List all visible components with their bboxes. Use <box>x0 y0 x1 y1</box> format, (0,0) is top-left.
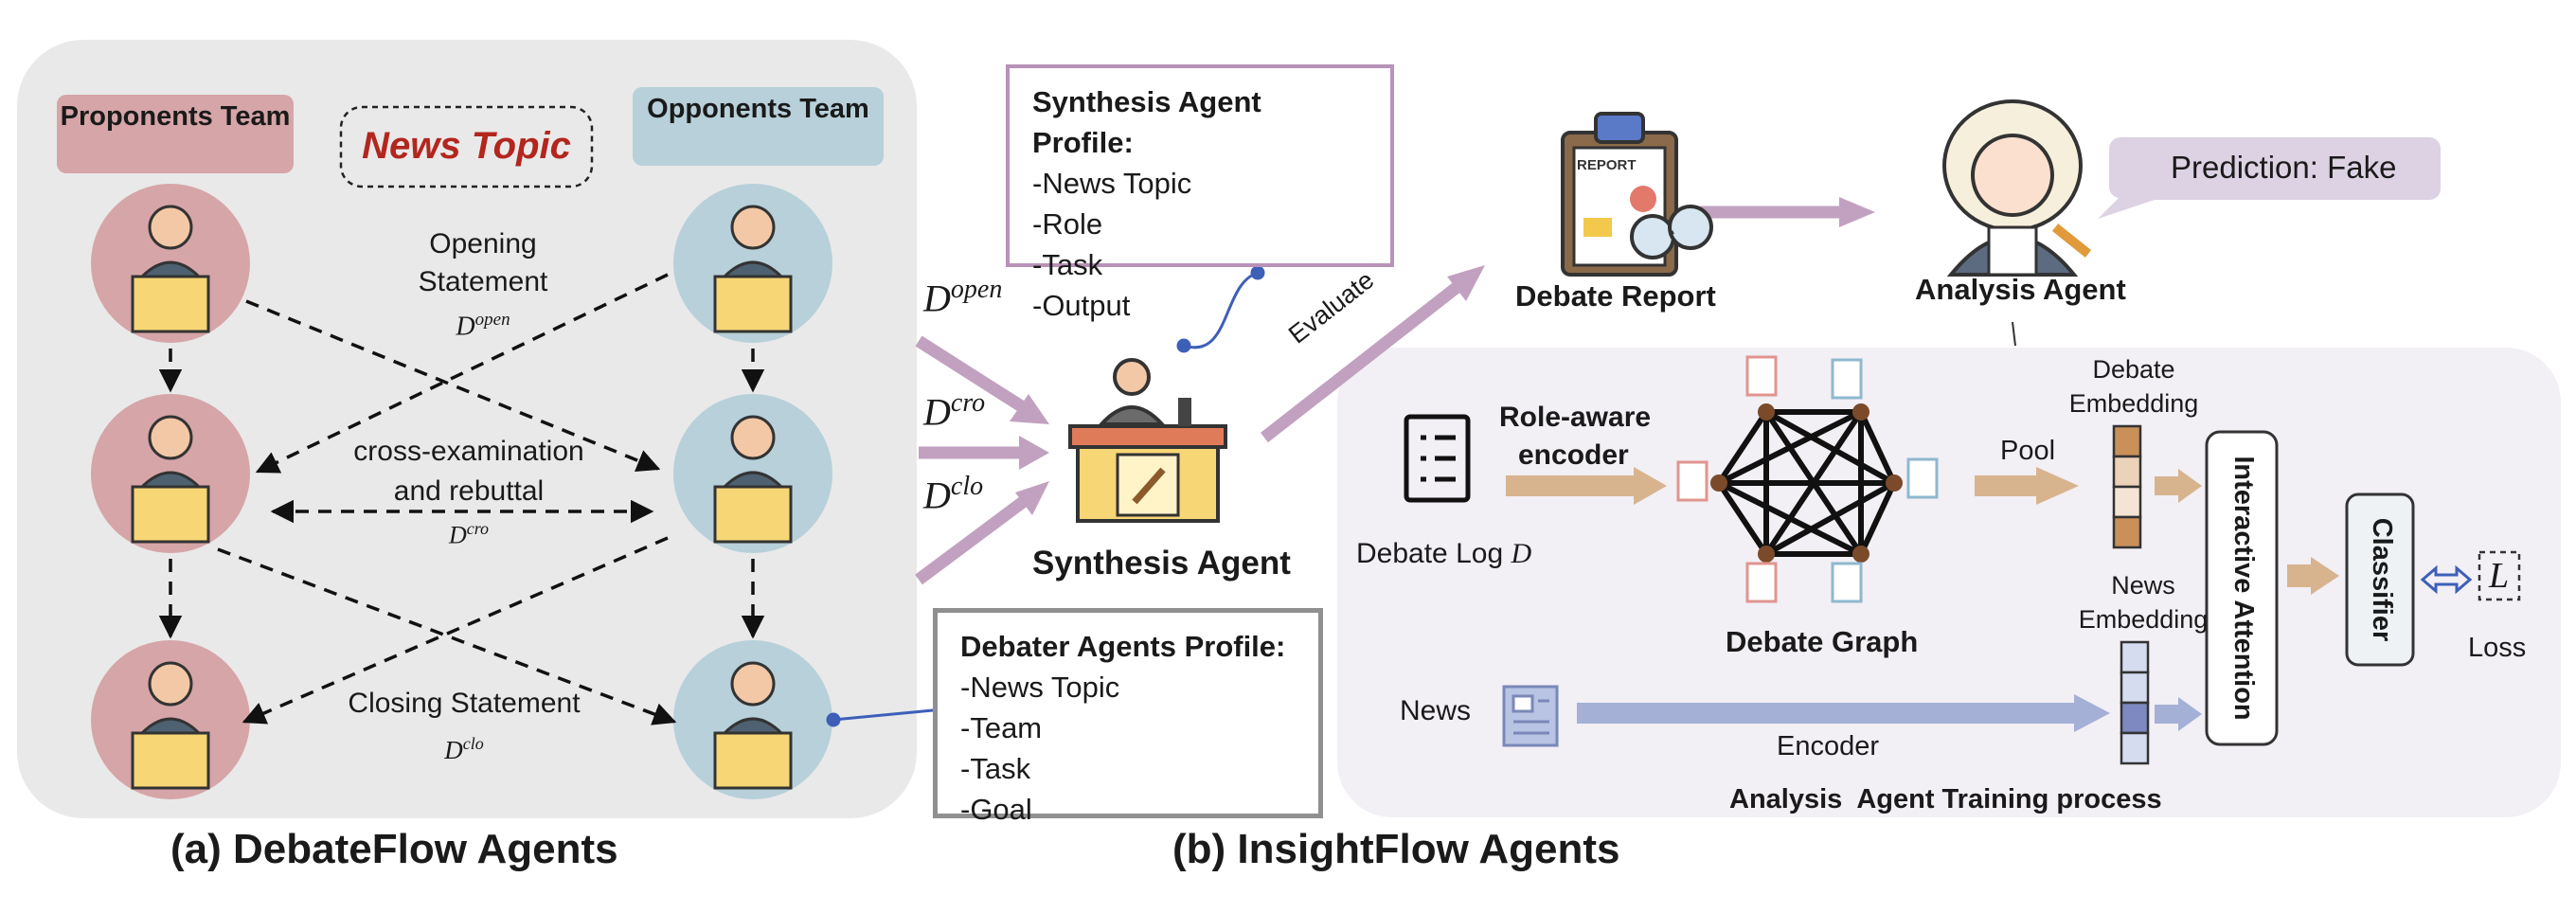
opening-line1: Opening <box>429 228 537 260</box>
encoder-label: Encoder <box>1777 731 1880 761</box>
loss-label: Loss <box>2468 633 2527 663</box>
debate-graph-label: Debate Graph <box>1726 625 1919 658</box>
news-icon <box>1502 685 1559 747</box>
debater-profile-title: Debater Agents Profile: <box>960 630 1286 663</box>
classifier-box <box>2345 492 2415 667</box>
opening-statement-label: Opening Statement Dopen <box>388 225 578 346</box>
debate-embedding-arrows <box>1506 467 2339 595</box>
synthesis-agent-label: Synthesis Agent <box>1032 545 1291 582</box>
input-flow-arrowheads <box>1010 197 1875 515</box>
analysis-agent-icon <box>1942 99 2092 277</box>
report-clipboard-text: REPORT <box>1577 157 1637 173</box>
cross-line1: cross-examination <box>353 436 584 467</box>
synthesis-profile-item: -Output <box>1032 289 1131 322</box>
debate-embedding-line1: Debate <box>2092 355 2175 384</box>
role-aware-encoder-label: Role-aware encoder <box>1499 399 1670 474</box>
d-clo-label: Dclo <box>923 472 984 517</box>
cross-symbol: Dcro <box>448 519 490 549</box>
news-embedding-line2: Embedding <box>2078 605 2209 634</box>
synthesis-profile-item: -News Topic <box>1032 167 1192 200</box>
loss-box <box>2478 550 2521 601</box>
news-embedding-line1: News <box>2111 571 2175 600</box>
synthesis-profile-box: Synthesis Agent Profile: -News Topic -Ro… <box>1006 64 1394 322</box>
debate-embedding-label: Debate Embedding <box>2063 352 2205 421</box>
prediction-bubble <box>2098 137 2441 219</box>
debater-profile-item: -Team <box>960 711 1043 744</box>
news-embedding-vector <box>2120 640 2150 765</box>
caption-a: (a) DebateFlow Agents <box>170 826 618 872</box>
opponents-team-label: Opponents Team <box>647 94 869 124</box>
debater-profile-item: -Task <box>960 752 1031 785</box>
classifier-label: Classifier <box>2367 517 2397 642</box>
proponent-debater-1 <box>91 184 250 343</box>
debater-profile-box: Debater Agents Profile: -News Topic -Tea… <box>933 608 1323 826</box>
training-process-label: Analysis Agent Training process <box>1729 784 2162 815</box>
loss-double-arrow <box>2420 564 2473 595</box>
opponents-team-box <box>633 87 884 166</box>
news-topic-box <box>339 105 594 188</box>
proponents-team-label: Proponents Team <box>60 101 291 132</box>
news-topic-label: News Topic <box>362 125 571 167</box>
opening-line2: Statement <box>418 266 548 297</box>
prediction-text: Prediction: Fake <box>2171 150 2397 185</box>
interactive-attention-box <box>2205 430 2279 746</box>
debate-graph <box>1716 409 1897 557</box>
synthesis-profile-item: -Role <box>1032 207 1103 241</box>
d-cro-label: Dcro <box>923 388 986 434</box>
news-arrows <box>1577 694 2202 732</box>
proponent-debater-2 <box>91 394 250 553</box>
interactive-attention-label: Interactive Attention <box>2228 456 2259 721</box>
pool-label: Pool <box>2000 436 2056 466</box>
synthesis-agent-icon <box>1068 358 1227 523</box>
cross-line2: and rebuttal <box>393 475 545 507</box>
news-label: News <box>1400 695 1472 726</box>
synthesis-profile-title: Synthesis Agent Profile: <box>1032 85 1261 159</box>
debater-profile-item: -News Topic <box>960 671 1120 704</box>
analysis-tick <box>2012 321 2016 347</box>
debater-profile-connector <box>826 708 934 727</box>
synthesis-profile-connector <box>1176 265 1265 353</box>
closing-statement-label: Closing Statement Dclo <box>322 684 606 770</box>
debate-embedding-line2: Embedding <box>2068 389 2199 418</box>
caption-b: (b) InsightFlow Agents <box>1172 826 1620 872</box>
debate-log-label: Debate Log D <box>1356 538 1532 569</box>
analysis-agent-label: Analysis Agent <box>1915 273 2126 306</box>
role-aware-line2: encoder <box>1518 439 1629 471</box>
role-aware-line1: Role-aware <box>1499 402 1652 433</box>
news-embedding-label: News Embedding <box>2072 568 2214 636</box>
d-open-label: Dopen <box>923 275 1003 320</box>
opponent-debater-2 <box>673 394 832 553</box>
debate-graph-nodes <box>1710 403 1903 563</box>
proponent-debater-3 <box>91 640 250 799</box>
closing-symbol: Dclo <box>444 734 484 764</box>
loss-symbol: L <box>2489 556 2510 596</box>
opponent-debater-3 <box>673 640 832 799</box>
closing-line1: Closing Statement <box>348 688 581 719</box>
debate-log-icon <box>1404 414 1471 503</box>
debate-flow-arrows <box>158 273 765 725</box>
graph-document-icons <box>1676 355 1939 603</box>
debater-profile-item: -Goal <box>960 793 1032 826</box>
synthesis-profile-item: -Task <box>1032 248 1103 281</box>
opening-symbol: Dopen <box>456 310 510 342</box>
debate-report-icon <box>1561 112 1713 277</box>
debate-report-label: Debate Report <box>1515 279 1716 313</box>
opponent-debater-1 <box>673 184 832 343</box>
proponents-team-box <box>57 95 294 173</box>
cross-examination-label: cross-examination and rebuttal <box>327 432 611 511</box>
input-flow-arrows <box>915 206 1842 585</box>
debate-embedding-vector <box>2112 424 2142 549</box>
